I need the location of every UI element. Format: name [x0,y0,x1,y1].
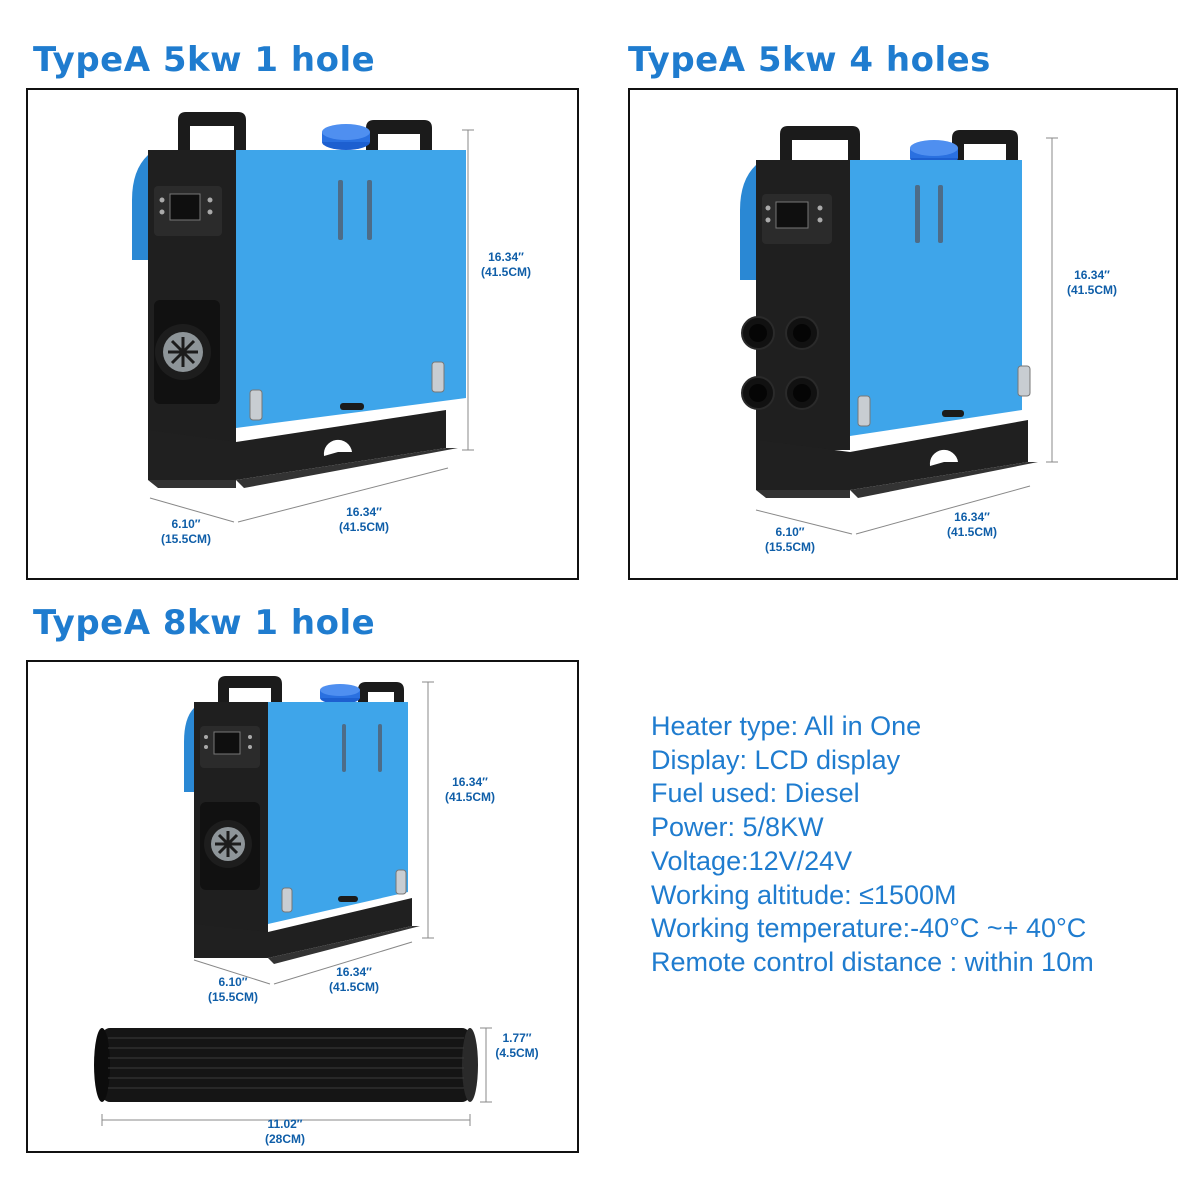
depth-inches-label: 6.10″ [218,975,247,989]
depth-inches-label: 6.10″ [775,525,804,539]
width-cm-label: (41.5CM) [329,980,379,994]
height-cm-label: (41.5CM) [445,790,495,804]
heater-5kw-1-hole-illustration: 16.34″ (41.5CM) 6.10″ (15.5CM) 16.34″ (4… [132,112,531,546]
spec-fuel: Fuel used: Diesel [651,778,860,809]
width-cm-label: (41.5CM) [339,520,389,534]
depth-cm-label: (15.5CM) [765,540,815,554]
width-dimension-line [273,941,413,985]
heater-8kw-1-hole-illustration: 16.34″ (41.5CM) 6.10″ (15.5CM) 16.34″ (4… [94,676,539,1146]
height-inches-label: 16.34″ [452,775,488,789]
depth-inches-label: 6.10″ [171,517,200,531]
hose-length-cm-label: (28CM) [265,1132,305,1146]
width-inches-label: 16.34″ [336,965,372,979]
width-inches-label: 16.34″ [346,505,382,519]
spec-heater-type: Heater type: All in One [651,711,922,741]
width-dimension-line [855,485,1031,535]
spec-working-temperature: Working temperature:-40°C ~+ 40°C [651,913,1087,944]
height-cm-label: (41.5CM) [481,265,531,279]
depth-dimension-line [149,497,235,523]
width-dimension-line [237,467,449,523]
panel-typea-5kw-1-hole: 16.34″ (41.5CM) 6.10″ (15.5CM) 16.34″ (4… [26,88,579,580]
width-inches-label: 16.34″ [954,510,990,524]
spec-display: Display: LCD display [651,744,901,775]
spec-power: Power: 5/8KW [651,812,824,843]
depth-dimension-line [755,509,853,535]
depth-cm-label: (15.5CM) [208,990,258,1004]
title-typea-5kw-4-holes: TypeA 5kw 4 holes [628,40,991,80]
spec-remote-distance: Remote control distance : within 10m [651,946,1094,977]
hose-length-inches-label: 11.02″ [267,1117,302,1131]
hose-diameter-cm-label: (4.5CM) [495,1046,538,1060]
panel-typea-5kw-4-holes: 16.34″ (41.5CM) 6.10″ (15.5CM) 16.34″ (4… [628,88,1178,580]
spec-working-altitude: Working altitude: ≤1500M [651,879,957,910]
ducting-hose [94,1028,478,1102]
spec-voltage: Voltage:12V/24V [651,845,853,876]
height-inches-label: 16.34″ [1074,268,1110,282]
depth-dimension-line [193,959,271,985]
height-inches-label: 16.34″ [488,250,524,264]
panel-typea-8kw-1-hole: 16.34″ (41.5CM) 6.10″ (15.5CM) 16.34″ (4… [26,660,579,1153]
hose-diameter-inches-label: 1.77″ [502,1031,531,1045]
spec-list: Heater type: All in One Display: LCD dis… [651,710,1094,980]
depth-cm-label: (15.5CM) [161,532,211,546]
heater-5kw-4-holes-illustration: 16.34″ (41.5CM) 6.10″ (15.5CM) 16.34″ (4… [740,126,1117,554]
title-typea-8kw-1-hole: TypeA 8kw 1 hole [33,603,376,643]
title-typea-5kw-1-hole: TypeA 5kw 1 hole [33,40,376,80]
height-cm-label: (41.5CM) [1067,283,1117,297]
width-cm-label: (41.5CM) [947,525,997,539]
